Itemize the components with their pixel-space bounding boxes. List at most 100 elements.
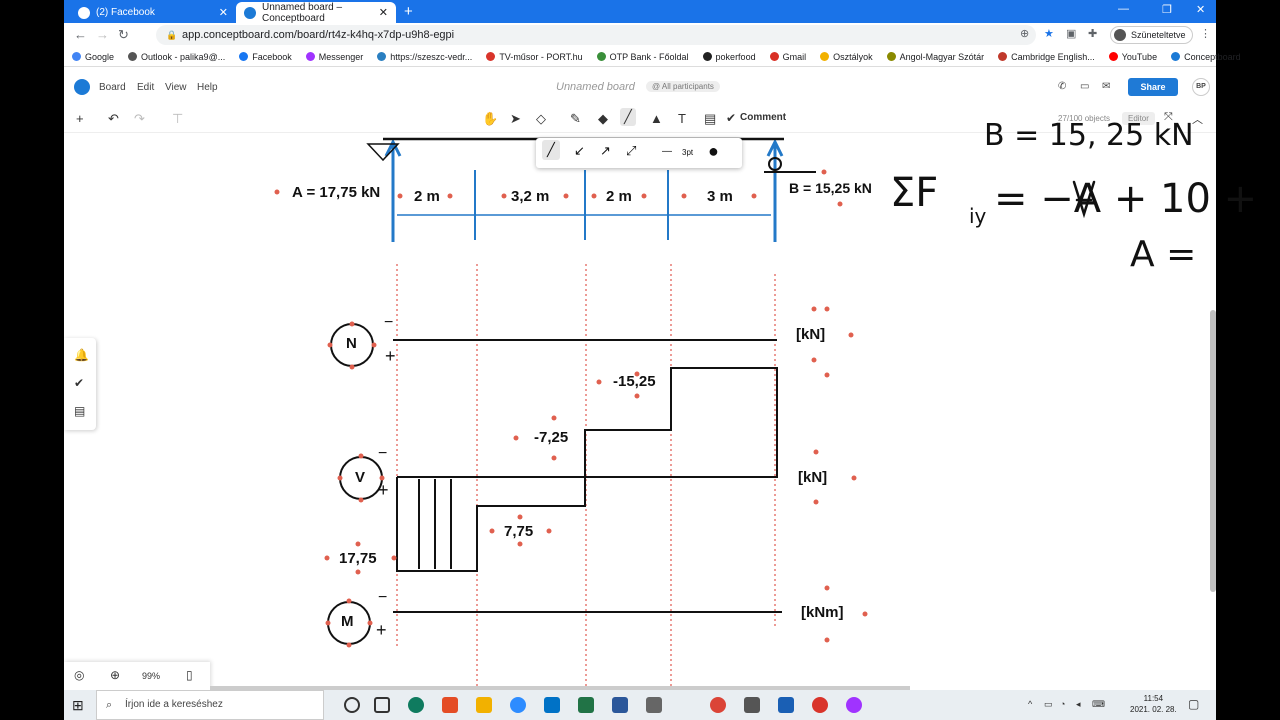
selection-handle[interactable] [824, 306, 830, 312]
bookmark-item[interactable]: Google [72, 52, 114, 62]
user-avatar[interactable]: BP [1192, 78, 1210, 96]
selection-handle[interactable] [349, 321, 355, 327]
stroke-size[interactable]: 3pt [682, 148, 694, 157]
bookmark-item[interactable]: OTP Bank - Főoldal [596, 52, 689, 62]
selection-handle[interactable] [346, 598, 352, 604]
profile-button[interactable]: Szüneteltetve [1110, 26, 1193, 44]
color-picker-icon[interactable]: ● [708, 141, 719, 161]
recorder-icon[interactable] [812, 697, 828, 713]
chat-icon[interactable]: ✉ [1102, 81, 1111, 92]
extensions-puzzle-icon[interactable]: ✚ [1088, 28, 1098, 40]
collapse-toolbar-icon[interactable]: ︿ [1192, 114, 1203, 126]
selection-handle[interactable] [346, 642, 352, 648]
board-canvas[interactable]: A = 17,75 kN B = 15,25 kN 2 m 3,2 m 2 m … [64, 118, 1257, 686]
arrow-end-icon[interactable]: ↗ [600, 143, 611, 158]
minimize-button[interactable]: — [1118, 3, 1129, 15]
selection-handle[interactable] [821, 169, 827, 175]
selection-handle[interactable] [681, 193, 687, 199]
comment-button[interactable]: Comment [740, 112, 787, 123]
mouse-icon[interactable]: ▯ [186, 668, 193, 682]
compass-icon[interactable]: ◎ [74, 668, 85, 682]
excel-icon[interactable] [578, 697, 594, 713]
windows-start-icon[interactable]: ⊞ [72, 697, 84, 713]
selection-handle[interactable] [355, 569, 361, 575]
reload-button[interactable]: ↻ [118, 27, 129, 42]
selection-handle[interactable] [517, 541, 523, 547]
selection-handle[interactable] [813, 449, 819, 455]
tab-facebook[interactable]: (2) Facebook ✕ [70, 2, 236, 23]
maximize-button[interactable]: ❐ [1162, 4, 1172, 16]
selection-handle[interactable] [634, 371, 640, 377]
bookmark-item[interactable]: Osztályok [820, 52, 873, 62]
browser-menu-icon[interactable]: ⋮ [1200, 28, 1211, 40]
share-button[interactable]: Share [1128, 78, 1178, 96]
bookmark-item[interactable]: Gmail [769, 52, 806, 62]
bookmark-item[interactable]: YouTube [1108, 52, 1157, 62]
selection-handle[interactable] [358, 497, 364, 503]
eraser-icon[interactable]: ◇ [536, 111, 546, 126]
selection-handle[interactable] [851, 475, 857, 481]
selection-handle[interactable] [349, 364, 355, 370]
vertical-scrollbar[interactable] [1210, 310, 1216, 592]
bookmark-item[interactable]: https://szeszc-vedr... [377, 52, 472, 62]
selection-handle[interactable] [813, 499, 819, 505]
highlighter-icon[interactable]: ◆ [598, 111, 608, 126]
zoom-icon[interactable]: ⊕ [1020, 28, 1030, 40]
horizontal-scrollbar[interactable] [210, 686, 910, 690]
selection-handle[interactable] [837, 201, 843, 207]
clock[interactable]: 11:54 2021. 02. 28. [1130, 693, 1177, 715]
mail-icon[interactable] [646, 697, 662, 713]
selection-handle[interactable] [325, 620, 331, 626]
line-tool-icon[interactable]: ╱ [620, 108, 636, 126]
selection-handle[interactable] [274, 189, 280, 195]
bookmark-item[interactable]: Angol-Magyar Szótár [886, 52, 984, 62]
teamviewer-icon[interactable] [510, 697, 526, 713]
board-name[interactable]: Unnamed board [556, 81, 635, 93]
format-painter-icon[interactable]: ⊤ [172, 111, 184, 126]
volume-icon[interactable]: ◂ [1076, 699, 1081, 709]
plain-line-icon[interactable]: ╱ [542, 140, 560, 160]
sticky-note-icon[interactable]: ▤ [704, 111, 717, 126]
double-arrow-icon[interactable]: ⤢ [626, 143, 637, 158]
line-style-icon[interactable]: — [662, 146, 672, 157]
menu-help[interactable]: Help [197, 82, 218, 93]
selection-handle[interactable] [551, 415, 557, 421]
selection-handle[interactable] [641, 193, 647, 199]
close-window-button[interactable]: ✕ [1196, 4, 1206, 16]
menu-view[interactable]: View [165, 82, 187, 93]
selection-handle[interactable] [513, 435, 519, 441]
undo-icon[interactable]: ↶ [108, 111, 119, 126]
bookmark-star-icon[interactable]: ★ [1044, 28, 1054, 40]
conceptboard-logo[interactable] [74, 79, 90, 95]
add-icon[interactable]: + [76, 111, 84, 126]
menu-board[interactable]: Board [99, 82, 126, 93]
notifications-icon[interactable]: ▢ [1188, 697, 1200, 711]
selection-handle[interactable] [824, 637, 830, 643]
selection-handle[interactable] [824, 585, 830, 591]
cortana-icon[interactable] [344, 697, 360, 713]
pen-icon[interactable]: ✎ [570, 111, 581, 126]
selection-handle[interactable] [358, 453, 364, 459]
battery-icon[interactable]: ▭ [1044, 699, 1053, 709]
selection-handle[interactable] [824, 372, 830, 378]
selection-handle[interactable] [848, 332, 854, 338]
office-icon[interactable] [442, 697, 458, 713]
selection-handle[interactable] [517, 514, 523, 520]
calculator-icon[interactable] [744, 697, 760, 713]
bookmark-item[interactable]: Facebook [239, 52, 292, 62]
chrome-icon[interactable] [710, 697, 726, 713]
bookmark-item[interactable]: Conceptboard [1171, 52, 1241, 62]
zoom-level[interactable]: 99% [142, 671, 161, 681]
selection-handle[interactable] [391, 555, 397, 561]
selection-handle[interactable] [501, 193, 507, 199]
selection-handle[interactable] [551, 455, 557, 461]
close-tab-icon[interactable]: ✕ [378, 7, 388, 19]
edge-icon[interactable] [408, 697, 424, 713]
taskbar-search[interactable]: ⌕ Írjon ide a kereséshez [96, 690, 324, 720]
outlook-icon[interactable] [544, 697, 560, 713]
file-explorer-icon[interactable] [476, 697, 492, 713]
selection-handle[interactable] [596, 379, 602, 385]
new-tab-button[interactable]: + [404, 3, 413, 20]
arrow-start-icon[interactable]: ↙ [574, 143, 585, 158]
bookmark-item[interactable]: Cambridge English... [998, 52, 1095, 62]
